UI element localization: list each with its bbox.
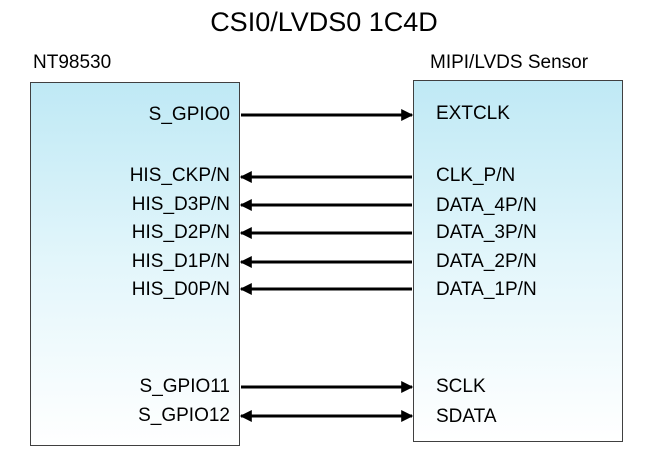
right-block-label: MIPI/LVDS Sensor xyxy=(430,52,589,73)
right-pin-extclk: EXTCLK xyxy=(436,103,510,124)
right-sensor-block xyxy=(413,80,623,442)
left-block-label: NT98530 xyxy=(33,52,112,73)
left-pin-his-d0p-n: HIS_D0P/N xyxy=(131,279,230,300)
diagram-title: CSI0/LVDS0 1C4D xyxy=(210,7,438,37)
left-pin-s-gpio11: S_GPIO11 xyxy=(139,376,230,397)
right-pin-sdata: SDATA xyxy=(436,406,497,427)
right-pin-data-3p-n: DATA_3P/N xyxy=(436,222,537,243)
right-pin-clk-p-n: CLK_P/N xyxy=(436,165,516,186)
right-pin-data-4p-n: DATA_4P/N xyxy=(436,195,537,216)
left-pin-his-ckp-n: HIS_CKP/N xyxy=(129,165,230,186)
left-pin-s-gpio0: S_GPIO0 xyxy=(148,104,230,125)
right-pin-sclk: SCLK xyxy=(436,376,486,397)
left-pin-s-gpio12: S_GPIO12 xyxy=(138,405,230,426)
left-pin-his-d3p-n: HIS_D3P/N xyxy=(131,194,230,215)
left-pin-his-d2p-n: HIS_D2P/N xyxy=(131,222,230,243)
left-pin-his-d1p-n: HIS_D1P/N xyxy=(131,251,230,272)
right-pin-data-2p-n: DATA_2P/N xyxy=(436,251,537,272)
right-pin-data-1p-n: DATA_1P/N xyxy=(436,279,537,300)
left-chip-block xyxy=(30,82,240,446)
